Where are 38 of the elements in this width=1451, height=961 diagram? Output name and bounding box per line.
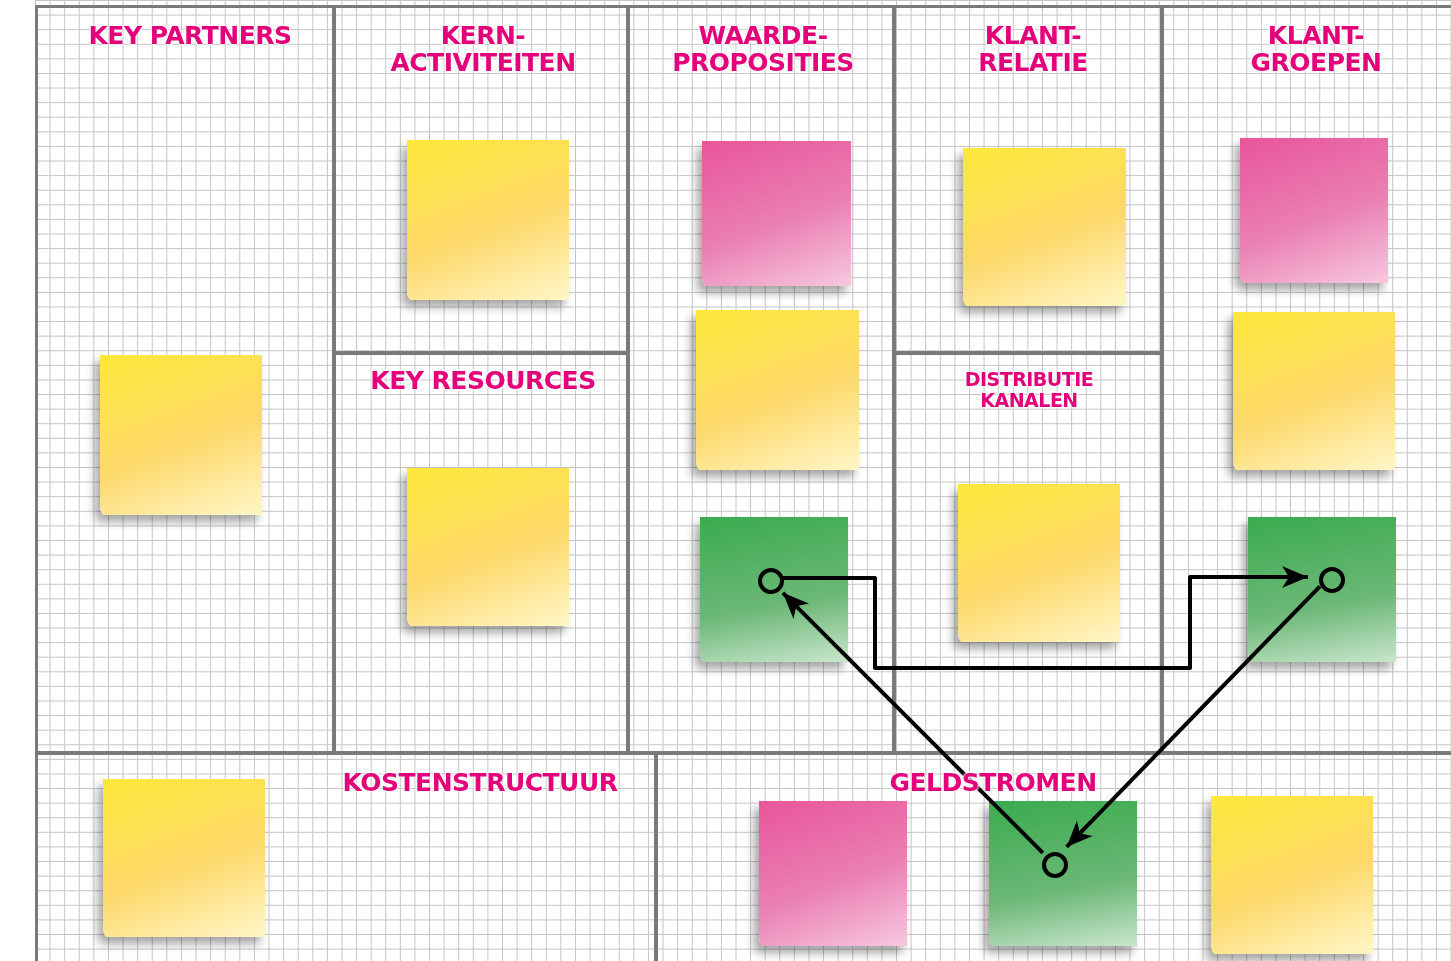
canvas-section	[35, 752, 657, 961]
circle-marker	[758, 568, 784, 594]
sticky-note	[103, 779, 265, 937]
sticky-note	[1211, 796, 1373, 954]
section-heading: WAARDE- PROPOSITIES	[671, 22, 855, 76]
canvas-section	[333, 352, 629, 754]
section-heading: DISTRIBUTIE KANALEN	[963, 369, 1095, 411]
sticky-note	[759, 801, 907, 946]
canvas-section	[655, 752, 1451, 961]
sticky-note	[1248, 517, 1396, 662]
section-heading: KOSTENSTRUCTUUR	[341, 769, 619, 796]
sticky-note	[702, 141, 851, 286]
sticky-note	[1233, 312, 1395, 470]
canvas-section	[333, 5, 629, 354]
sticky-note	[407, 468, 569, 626]
sticky-note	[989, 801, 1137, 946]
sticky-note	[100, 355, 262, 515]
sticky-note	[700, 517, 848, 662]
canvas-section	[893, 5, 1163, 354]
canvas-section	[893, 352, 1163, 754]
canvas-section	[35, 5, 335, 754]
sticky-note	[1240, 138, 1388, 283]
section-heading: KLANT- GROEPEN	[1249, 22, 1383, 76]
arrow	[781, 591, 1045, 855]
section-heading: KEY PARTNERS	[87, 22, 293, 49]
section-heading: KEY RESOURCES	[369, 367, 597, 394]
canvas-section	[627, 5, 895, 754]
circle-marker	[1042, 852, 1068, 878]
sticky-note	[696, 310, 859, 470]
canvas-section	[1161, 5, 1451, 754]
circle-marker	[1319, 567, 1345, 593]
sticky-note	[958, 484, 1120, 642]
sticky-note	[407, 140, 569, 300]
section-heading: KLANT- RELATIE	[977, 22, 1089, 76]
section-heading: KERN- ACTIVITEITEN	[389, 22, 577, 76]
sticky-note	[963, 148, 1126, 306]
arrow	[781, 566, 1308, 670]
arrow	[1065, 584, 1322, 849]
